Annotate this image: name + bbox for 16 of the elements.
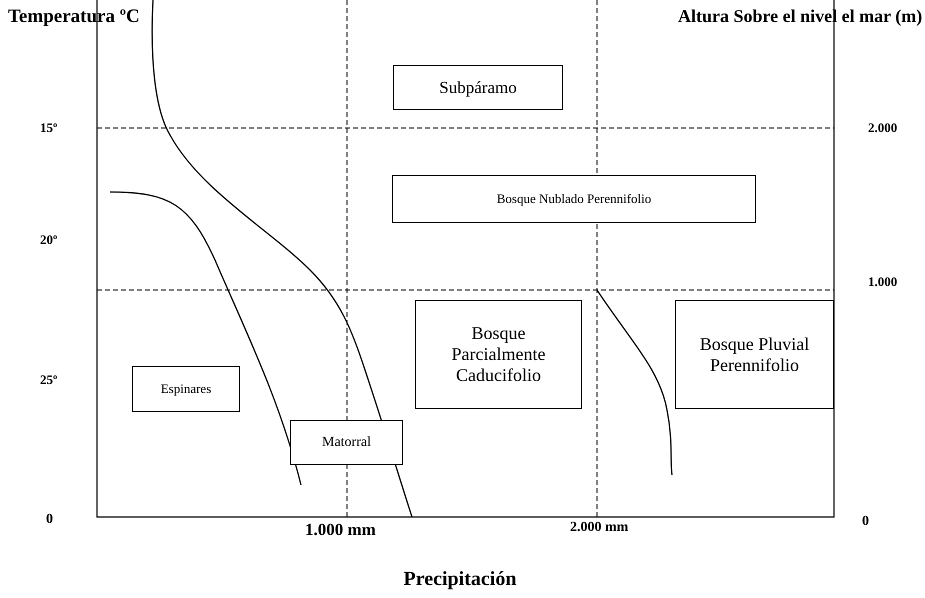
tick-label: 2.000 mm [570, 520, 628, 536]
tick-label: 2.000 [868, 120, 898, 136]
tick-label: 15º [40, 120, 58, 136]
tick-label: 25º [40, 372, 58, 388]
vegetation-zone-box: Bosque Nublado Perennifolio [392, 175, 756, 223]
vegetation-zone-box: Bosque Parcialmente Caducifolio [415, 300, 582, 409]
vegetation-zone-box: Matorral [290, 420, 403, 465]
tick-label: 0 [46, 512, 53, 528]
tick-label: 20º [40, 232, 58, 248]
tick-label: 1.000 mm [305, 520, 376, 540]
axis-title: Precipitación [404, 568, 516, 591]
vegetation-zone-box: Bosque Pluvial Perennifolio [675, 300, 834, 409]
tick-label: 1.000 [868, 274, 898, 290]
tick-label: 0 [862, 514, 869, 530]
vegetation-zone-box: Subpáramo [393, 65, 563, 110]
vegetation-zone-box: Espinares [132, 366, 240, 412]
